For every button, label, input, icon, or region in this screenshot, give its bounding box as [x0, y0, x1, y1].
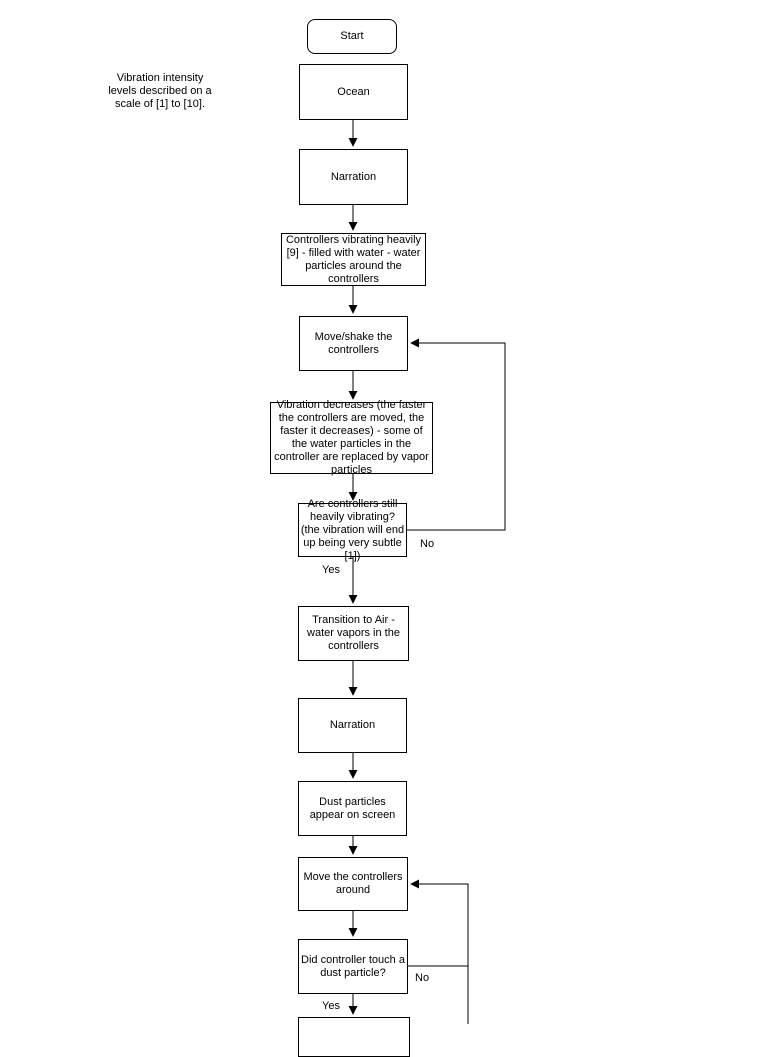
flowchart-node-controllers-vibrating: Controllers vibrating heavily [9] - fill…: [281, 233, 426, 286]
edge-no-loop-movecontrollers: [410, 879, 469, 1024]
flowchart-node-bottom-cutoff: [298, 1017, 410, 1057]
flowchart-node-transition-to-air: Transition to Air - water vapors in the …: [298, 606, 409, 661]
flowchart-node-still-vibrating-decision: Are controllers still heavily vibrating?…: [298, 498, 407, 562]
flowchart-node-move-controllers-around: Move the controllers around: [298, 857, 408, 911]
flowchart-node-ocean: Ocean: [299, 64, 408, 120]
edge-label-yes-still-vibrating: Yes: [322, 564, 340, 577]
edge-label-no-touch-dust: No: [415, 972, 430, 985]
flowchart-node-dust-particles: Dust particles appear on screen: [298, 781, 407, 836]
flowchart-page: { "annotation": "Vibration intensity lev…: [108, 19, 506, 1057]
flowchart-node-narration-2: Narration: [298, 698, 407, 753]
flowchart-node-vibration-decreases: Vibration decreases (the faster the cont…: [270, 399, 433, 476]
flowchart-node-narration-1: Narration: [299, 149, 408, 205]
flowchart-node-move-shake-controllers: Move/shake the controllers: [299, 316, 408, 371]
edge-label-no-still-vibrating: No: [420, 538, 435, 551]
flowchart-connectors: [348, 120, 506, 1024]
annotation-vibration-scale: Vibration intensity levels described on …: [108, 72, 212, 110]
flowchart-node-start: Start: [307, 19, 397, 54]
edge-label-yes-touch-dust: Yes: [322, 1000, 340, 1013]
edge-stillvibrating-no-loop: [407, 338, 506, 531]
flowchart-node-touch-dust-decision: Did controller touch a dust particle?: [298, 939, 408, 994]
